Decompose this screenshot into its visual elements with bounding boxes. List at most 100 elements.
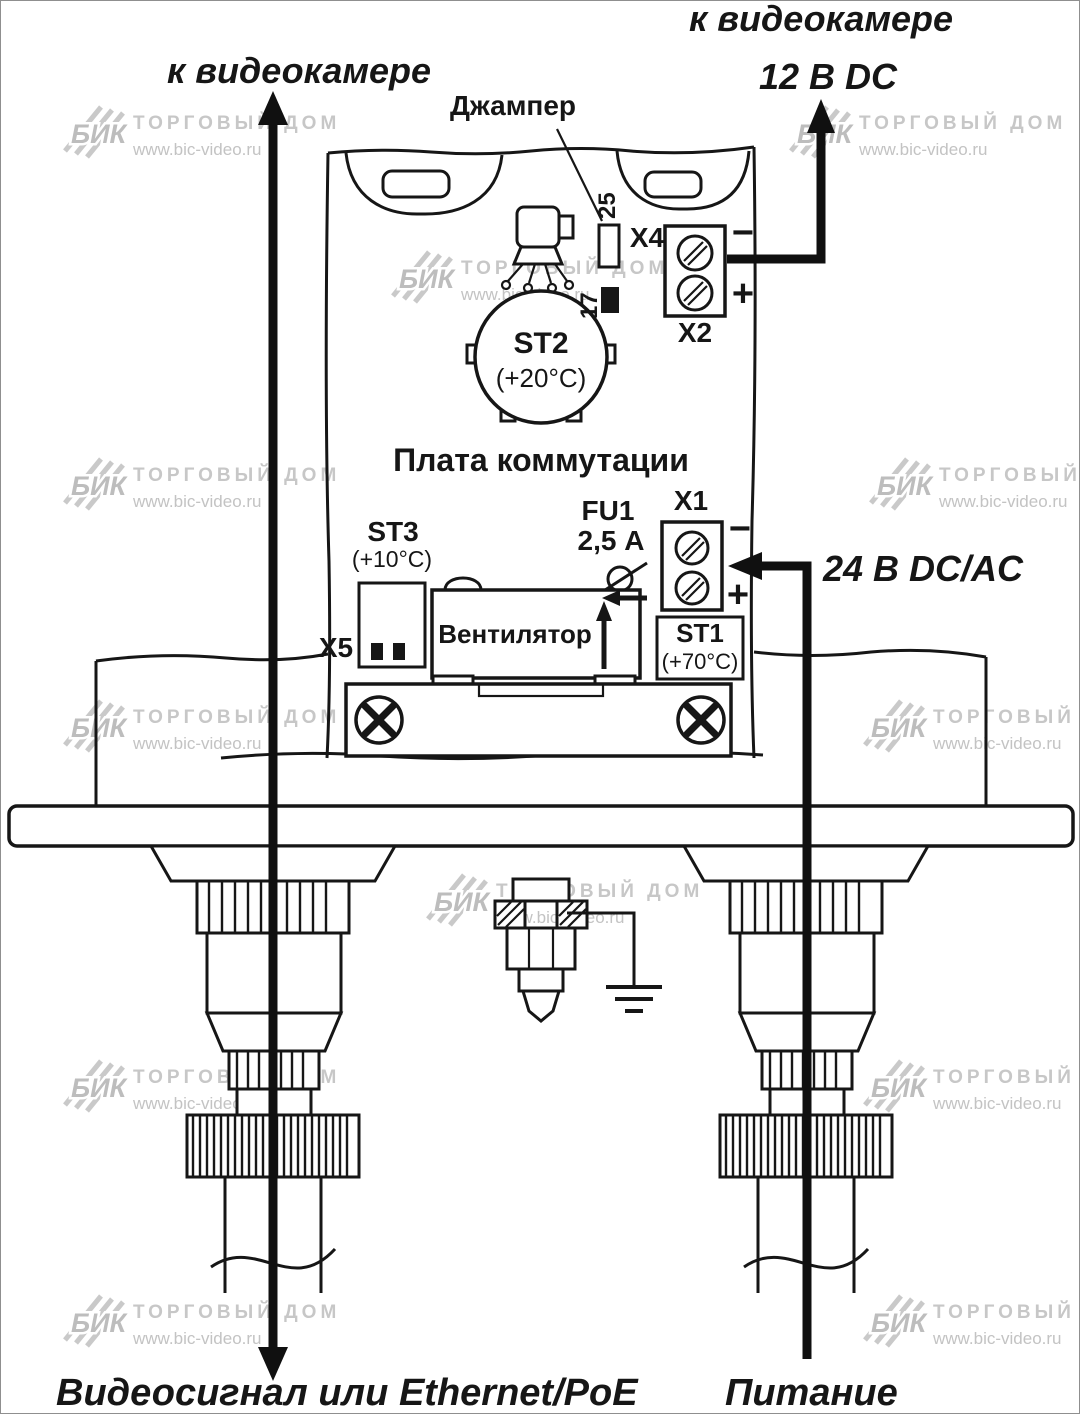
brand-logo-icon: [863, 699, 925, 753]
label-x2-minus: −: [732, 212, 754, 254]
label-board-title: Плата коммутации: [393, 442, 689, 478]
brand-logo-text: БИК: [71, 713, 129, 743]
sensor-st2: [465, 289, 617, 425]
mount-slot-left: [381, 169, 451, 199]
label-jumper: Джампер: [450, 90, 576, 121]
brand-url: www.bic-video.ru: [132, 492, 262, 511]
mount-slot-right: [643, 170, 703, 199]
brand-url: www.bic-video.ru: [132, 1329, 262, 1348]
arrow-up-icon: [258, 91, 288, 125]
sensor-st3: [357, 581, 427, 669]
label-x1-minus: −: [729, 508, 751, 550]
brand-name: ТОРГОВЫЙ ДОМ: [461, 257, 668, 279]
brand-logo-icon: [63, 457, 125, 511]
brand-logo-icon: [391, 250, 453, 304]
brand-name: ТОРГОВЫЙ ДОМ: [859, 112, 1066, 134]
brand-url: www.bic-video.ru: [932, 1094, 1062, 1113]
label-12v-dc: 12 В DC: [759, 56, 898, 97]
brand-logo-icon: [869, 457, 931, 511]
brand-url: www.bic-video.ru: [132, 734, 262, 753]
brand-logo-text: БИК: [877, 471, 935, 501]
jumper-barrel: [515, 205, 561, 249]
brand-logo-icon: [63, 1059, 125, 1113]
label-st1: ST1: [676, 618, 724, 648]
label-video-signal: Видеосигнал или Ethernet/PoE: [56, 1372, 639, 1414]
brand-logo-icon: [63, 1294, 125, 1348]
label-power: Питание: [725, 1372, 898, 1414]
brand-logo-text: БИК: [399, 264, 457, 294]
label-24v-dcac: 24 В DC/AC: [822, 548, 1024, 589]
brand-name: ТОРГОВЫЙ ДОМ: [133, 1301, 340, 1323]
brand-url: www.bic-video.ru: [932, 734, 1062, 753]
screw-terminal-icon: [674, 530, 710, 566]
brand-logo-icon: [863, 1294, 925, 1348]
ground-connection: [567, 911, 662, 1013]
fuse-fu1: [601, 561, 648, 594]
arrow-left-icon: [728, 552, 762, 580]
jumper-closed-position: [601, 287, 619, 313]
label-x1-plus: +: [727, 574, 749, 616]
brand-logo-text: БИК: [871, 1073, 929, 1103]
power-12v-line: [727, 99, 835, 264]
brand-name: ТОРГОВЫЙ ДОМ: [933, 706, 1080, 728]
label-x1: X1: [674, 485, 708, 516]
brand-logo-text: БИК: [71, 1308, 129, 1338]
label-st3: ST3: [367, 516, 418, 547]
brand-name: ТОРГОВЫЙ ДОМ: [133, 706, 340, 728]
label-x2: X2: [678, 317, 712, 348]
screw-terminal-icon: [674, 570, 710, 606]
label-st2: ST2: [513, 327, 568, 360]
screw-terminal-icon: [676, 234, 714, 272]
video-signal-arrow: [258, 91, 288, 1381]
label-st1-temp: (+70°C): [662, 649, 739, 674]
label-x4: X4: [630, 222, 665, 253]
terminal-x1: [660, 520, 724, 612]
brand-name: ТОРГОВЫЙ ДОМ: [133, 112, 340, 134]
brand-logo-text: БИК: [871, 713, 929, 743]
label-st2-temp: (+20°C): [496, 363, 587, 393]
arrow-up-icon: [807, 99, 835, 133]
ground-stud: [493, 877, 589, 1023]
screw-right-icon: [676, 695, 726, 745]
jumper-open-position: [597, 223, 621, 269]
brand-url: www.bic-video.ru: [132, 140, 262, 159]
label-camera-right: к видеокамере: [689, 1, 953, 39]
label-st3-temp: (+10°C): [352, 546, 432, 572]
brand-logo-icon: [63, 105, 125, 159]
airflow-up-arrow-icon: [596, 601, 612, 621]
power-24v-line: [728, 552, 812, 1359]
brand-logo-text: БИК: [871, 1308, 929, 1338]
brand-name: ТОРГОВЫЙ ДОМ: [133, 464, 340, 486]
brand-url: www.bic-video.ru: [858, 140, 988, 159]
brand-name: ТОРГОВЫЙ ДОМ: [933, 1066, 1080, 1088]
brand-url: www.bic-video.ru: [938, 492, 1068, 511]
brand-logo-icon: [426, 873, 488, 927]
label-fan: Вентилятор: [438, 619, 592, 649]
enclosure-flange: [7, 804, 1075, 848]
fan-unit: [430, 576, 647, 680]
screw-terminal-icon: [676, 274, 714, 312]
label-jumper-pos-17: 17: [576, 292, 603, 319]
brand-name: ТОРГОВЫЙ ДОМ: [939, 464, 1080, 486]
brand-logo-icon: [863, 1059, 925, 1113]
brand-url: www.bic-video.ru: [932, 1329, 1062, 1348]
brand-logo-text: БИК: [71, 119, 129, 149]
brand-logo-text: БИК: [71, 471, 129, 501]
label-x2-plus: +: [732, 273, 754, 315]
airflow-left-arrow-icon: [602, 590, 620, 606]
label-fu1: FU1: [582, 495, 635, 526]
brand-name: ТОРГОВЫЙ ДОМ: [933, 1301, 1080, 1323]
arrow-down-icon: [258, 1347, 288, 1381]
labels-layer: к видеокамере к видеокамере 12 В DC 24 В…: [56, 1, 1024, 1414]
terminal-x2: [663, 224, 727, 318]
